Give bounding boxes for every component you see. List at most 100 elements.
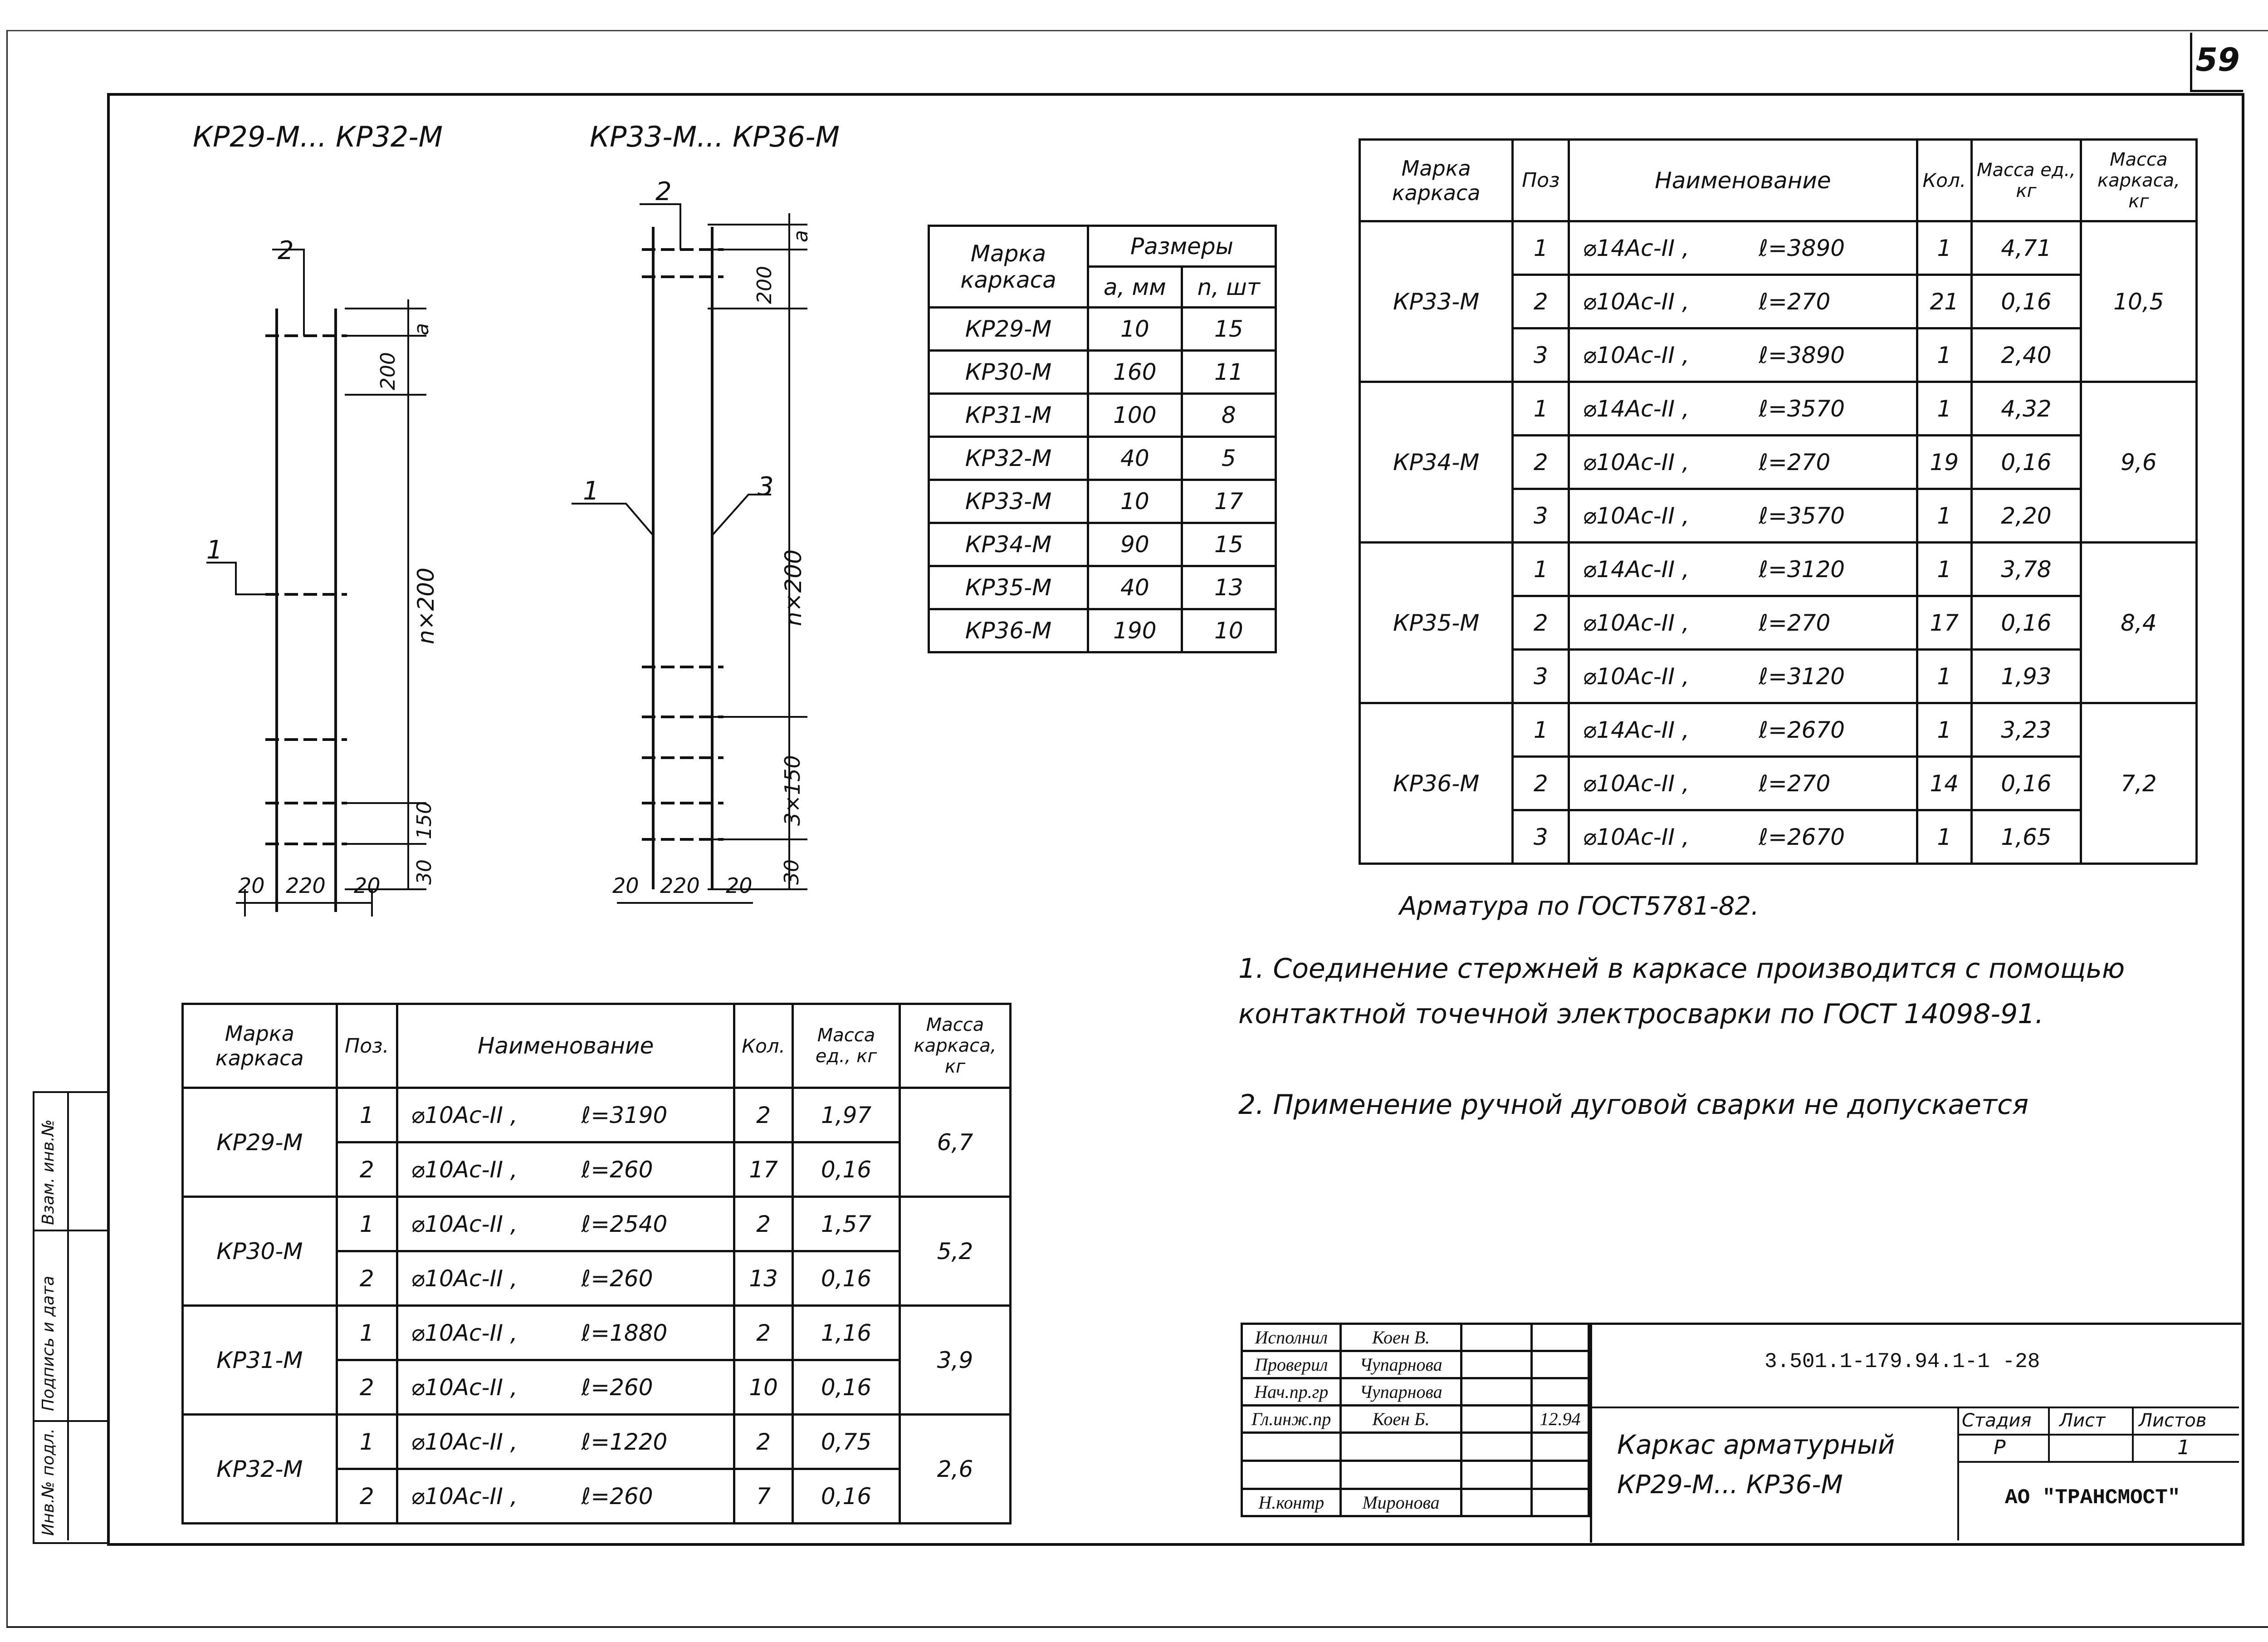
cell-pos: 1 [335, 1196, 399, 1252]
cell-m: 1,93 [1970, 648, 2082, 704]
dim-label: a [789, 230, 812, 242]
cell-name: ⌀10Ac-II ,ℓ=2540 [396, 1196, 736, 1252]
header-qty: Кол. [733, 1003, 794, 1089]
cell-pos: 1 [335, 1304, 399, 1361]
rebar-designation: ⌀10Ac-II , [411, 1156, 518, 1183]
document-code: 3.501.1-179.94.1-1 -28 [1765, 1350, 2040, 1373]
rebar-length: ℓ=270 [1759, 770, 1831, 797]
date-cell [1530, 1323, 1590, 1352]
cell-qty: 1 [1916, 541, 1973, 597]
document-title-line-1: Каркас арматурный [1617, 1429, 1895, 1460]
signature-cell [1460, 1377, 1533, 1407]
name-cell: Чупарнова [1339, 1377, 1462, 1407]
cell-name: ⌀10Ac-II , ℓ=3190 [396, 1087, 736, 1143]
signature-cell [1460, 1350, 1533, 1379]
dim-label: 20 [612, 873, 639, 898]
drawing-title-left: КР29-М... КР32-М [193, 120, 443, 153]
position-label: 1 [206, 535, 223, 565]
cell-a: 90 [1087, 522, 1183, 567]
cell-frame-mass: 6,7 [899, 1087, 1012, 1198]
cell-m: 4,32 [1970, 381, 2082, 436]
spec-table-left: Марка каркаса Поз. Наименование Кол. Мас… [181, 1003, 1012, 1524]
cell-n: 13 [1180, 565, 1277, 610]
header-mark: Марка каркаса [928, 225, 1089, 309]
date-cell [1530, 1350, 1590, 1379]
rebar-length: ℓ=270 [1759, 449, 1831, 475]
role-cell: Проверил [1240, 1350, 1342, 1379]
date-cell [1530, 1488, 1590, 1517]
cell-n: 15 [1180, 522, 1277, 567]
cell-pos: 2 [1511, 434, 1570, 490]
cell-name: ⌀10Ac-II ,ℓ=1220 [396, 1413, 736, 1470]
date-cell [1530, 1460, 1590, 1490]
cell-name: ⌀10Ac-II ,ℓ=270 [1568, 274, 1918, 329]
cell-a: 10 [1087, 306, 1183, 352]
cell-frame-mass: 5,2 [899, 1196, 1012, 1307]
cell-name: ⌀10Ac-II ,ℓ=3890 [1568, 327, 1918, 383]
rebar-designation: ⌀10Ac-II , [1583, 449, 1689, 475]
dim-label: 30 [780, 859, 803, 885]
rebar-designation: ⌀10Ac-II , [1583, 663, 1689, 690]
header-mass-frame: Масса каркаса, кг [899, 1003, 1012, 1089]
cell-qty: 1 [1916, 220, 1973, 276]
rebar-designation: ⌀10Ac-II , [1583, 609, 1689, 636]
dim-label: 20 [726, 873, 753, 898]
cell-name: ⌀10Ac-II ,ℓ=3120 [1568, 648, 1918, 704]
cell-qty: 14 [1916, 755, 1973, 811]
rebar-length: ℓ=3570 [1759, 502, 1845, 529]
name-cell [1339, 1431, 1462, 1462]
signature-row [1240, 1460, 1590, 1490]
role-cell [1240, 1460, 1342, 1490]
cell-qty: 1 [1916, 648, 1973, 704]
dim-label: 200 [376, 352, 400, 390]
note-1-line-2: контактной точечной электросварки по ГОС… [1238, 998, 2044, 1030]
cell-qty: 2 [733, 1413, 794, 1470]
rebar-length: ℓ=2540 [581, 1211, 668, 1237]
cell-a: 40 [1087, 565, 1183, 610]
cell-name: ⌀10Ac-II ,ℓ=260 [396, 1250, 736, 1307]
cell-n: 10 [1180, 608, 1277, 653]
cell-qty: 2 [733, 1304, 794, 1361]
cell-mark: КР36-М [928, 608, 1089, 653]
cell-qty: 1 [1916, 327, 1973, 383]
name-cell: Миронова [1339, 1488, 1462, 1517]
cell-n: 11 [1180, 349, 1277, 395]
cell-m: 0,75 [792, 1413, 901, 1470]
header-sheets: Листов [2139, 1410, 2207, 1431]
cell-m: 0,16 [792, 1359, 901, 1416]
cell-a: 10 [1087, 479, 1183, 524]
name-cell: Чупарнова [1339, 1350, 1462, 1379]
cell-pos: 2 [335, 1141, 399, 1198]
cell-m: 0,16 [1970, 434, 2082, 490]
rebar-designation: ⌀10Ac-II , [411, 1428, 518, 1455]
cell-pos: 1 [1511, 381, 1570, 436]
rebar-designation: ⌀10Ac-II , [411, 1102, 518, 1128]
header-n: n, шт [1180, 265, 1277, 309]
cell-frame-mass: 10,5 [2079, 220, 2198, 383]
header-name: Наименование [396, 1003, 736, 1089]
rebar-length: ℓ=3190 [581, 1102, 668, 1128]
cell-m: 4,71 [1970, 220, 2082, 276]
position-label: 2 [278, 236, 294, 265]
cell-n: 15 [1180, 306, 1277, 352]
cell-name: ⌀14Ac-II ,ℓ=3120 [1568, 541, 1918, 597]
cell-qty: 21 [1916, 274, 1973, 329]
rebar-designation: ⌀10Ac-II , [1583, 770, 1689, 797]
cell-pos: 3 [1511, 809, 1570, 865]
